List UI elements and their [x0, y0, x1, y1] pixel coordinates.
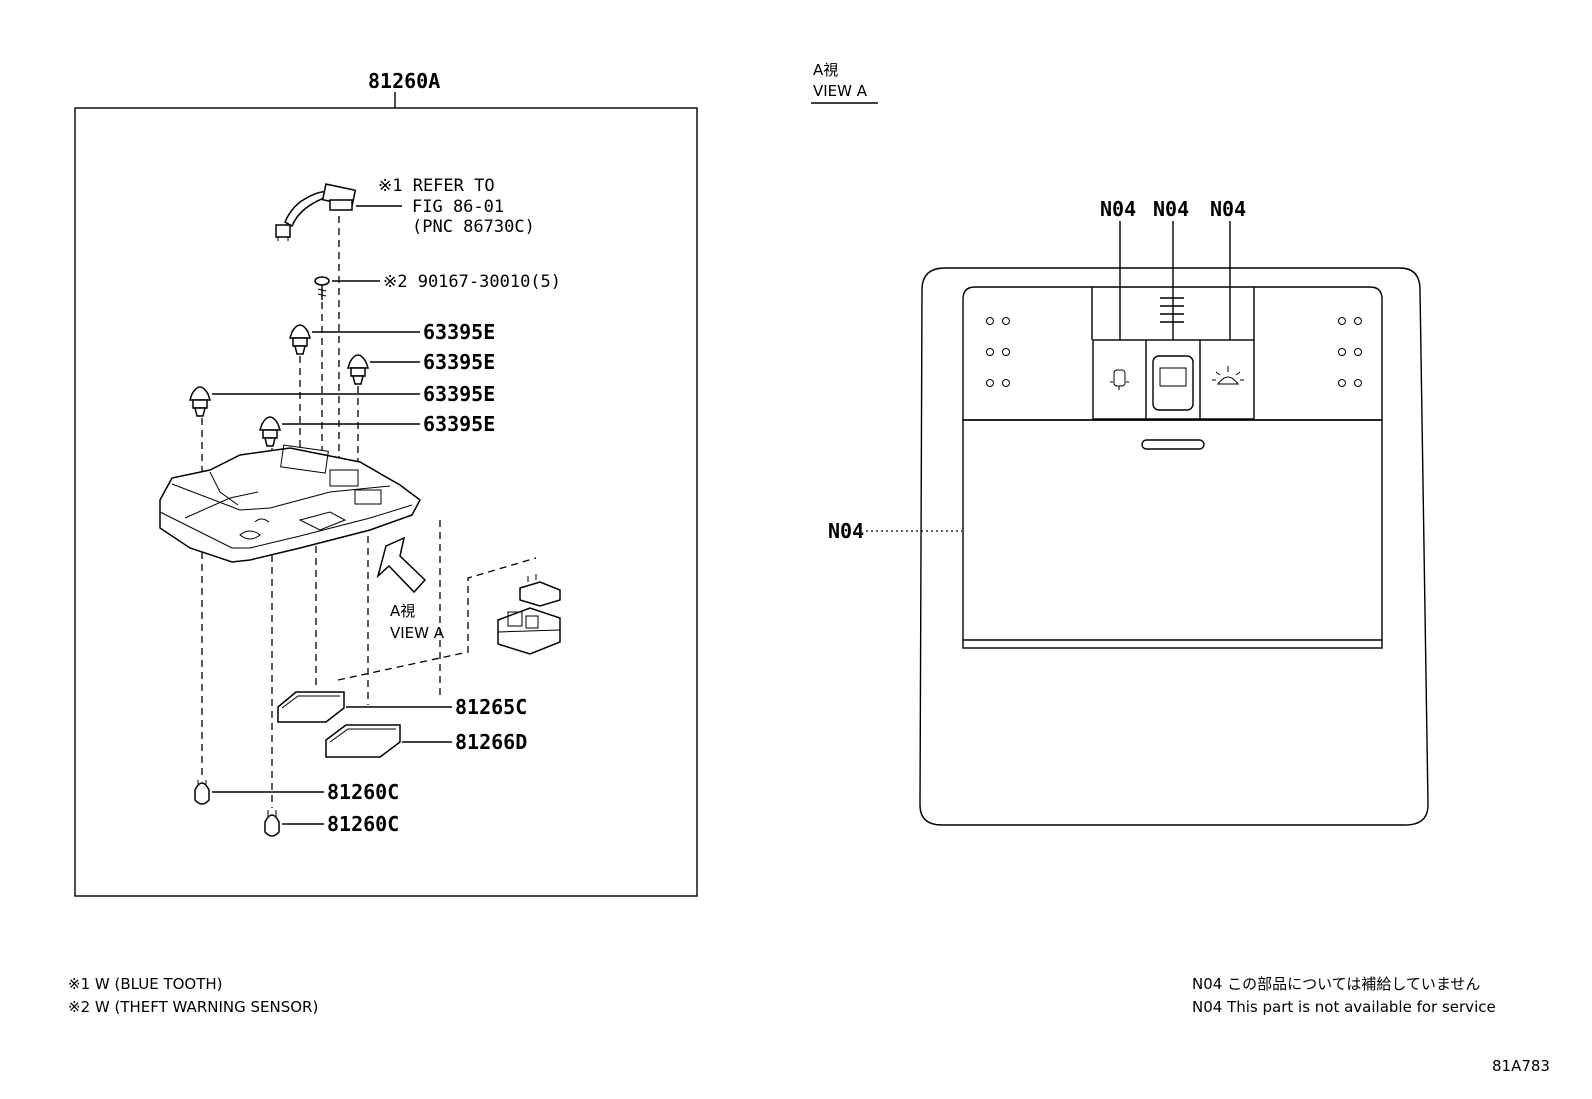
bulb-icon-2 — [264, 810, 280, 837]
view-a-title-en: VIEW A — [813, 82, 868, 100]
callout-clip2: 63395E — [423, 350, 495, 374]
clip-icon-2 — [346, 354, 370, 385]
clip-icon-4 — [258, 416, 282, 447]
callout-note1-line2: FIG 86-01 — [412, 197, 504, 217]
harness-connector — [275, 183, 357, 241]
callout-bulb1: 81260C — [327, 780, 399, 804]
view-a-arrow-icon — [376, 536, 427, 594]
callout-clip4: 63395E — [423, 412, 495, 436]
legend-jp: N04 この部品については補給していません — [1192, 975, 1480, 993]
footnote-1: ※1 W (BLUE TOOTH) — [68, 975, 223, 993]
callout-lens1: 81265C — [455, 695, 527, 719]
screw-icon — [314, 276, 330, 300]
assembly-label: 81260A — [368, 69, 440, 93]
overhead-console-housing — [159, 444, 421, 563]
console-mount-holes — [986, 317, 1362, 387]
callout-note1-line1: ※1 REFER TO — [378, 176, 495, 196]
sensor-module-detail — [497, 574, 561, 655]
n04-label-side: N04 — [828, 519, 864, 543]
lens-icon-81265C — [277, 691, 345, 723]
callout-clip3: 63395E — [423, 382, 495, 406]
n04-label-top2: N04 — [1153, 197, 1189, 221]
callout-bulb2: 81260C — [327, 812, 399, 836]
bulb-icon-1 — [194, 780, 210, 805]
console-front-view — [919, 267, 1429, 826]
callout-screw: ※2 90167-30010(5) — [383, 272, 561, 292]
footnote-2: ※2 W (THEFT WARNING SENSOR) — [68, 998, 318, 1016]
callout-note1-line3: (PNC 86730C) — [412, 217, 535, 237]
arrow-view-label-jp: A視 — [390, 602, 415, 620]
legend-en: N04 This part is not available for servi… — [1192, 998, 1496, 1016]
clip-icon-1 — [288, 324, 312, 355]
clip-icon-3 — [188, 386, 212, 417]
view-a-title-jp: A視 — [813, 61, 838, 79]
figure-code: 81A783 — [1492, 1057, 1550, 1075]
n04-label-top3: N04 — [1210, 197, 1246, 221]
lens-icon-81266D — [325, 724, 401, 758]
assembly-frame — [74, 107, 698, 897]
callout-clip1: 63395E — [423, 320, 495, 344]
arrow-view-label-en: VIEW A — [390, 624, 445, 642]
map-light-icon — [1110, 369, 1129, 390]
callout-lens2: 81266D — [455, 730, 527, 754]
dome-light-icon — [1212, 366, 1244, 385]
n04-label-top1: N04 — [1100, 197, 1136, 221]
